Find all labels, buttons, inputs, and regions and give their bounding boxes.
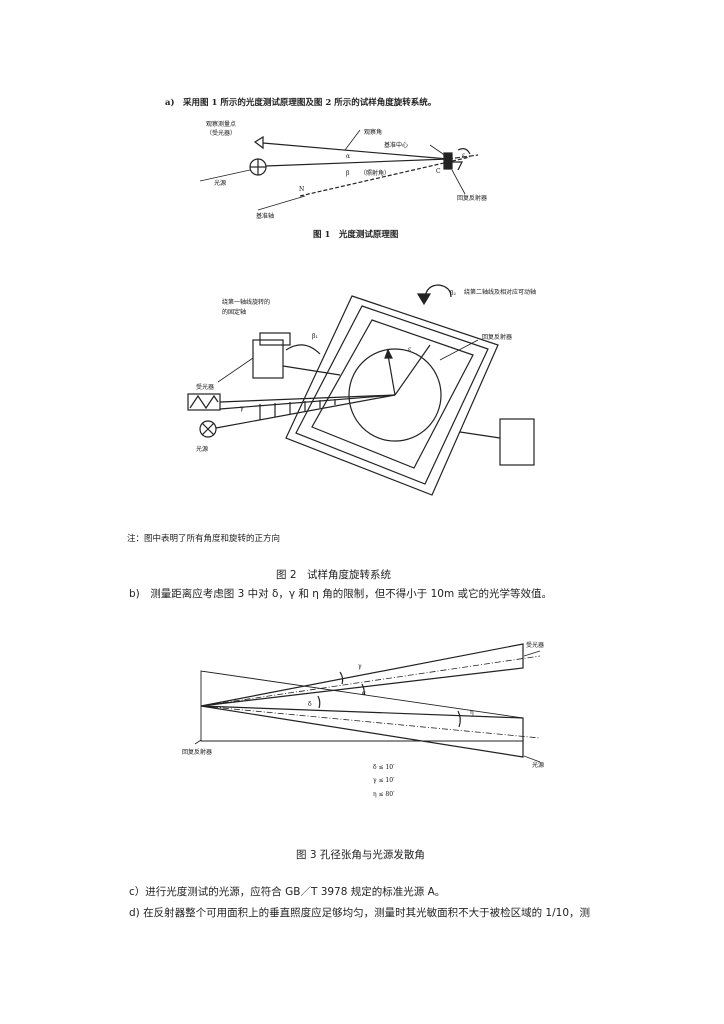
fig1-label-ref-axis: 基准轴 [256, 213, 275, 220]
item-c: c）进行光度测试的光源，应符合 GB／T 3978 规定的标准光源 A。 [129, 886, 446, 898]
fig2-rotation-arrow [424, 284, 452, 298]
fig2-b2: β₂ [450, 290, 456, 297]
fig1-intro: a) 采用图 1 所示的光度测试原理图及图 2 所示的试样角度旋转系统。 [165, 98, 437, 108]
fig1-caption: 图 1 光度测试原理图 [313, 230, 399, 240]
item-b: b) 测量距离应考虑图 3 中对 δ，γ 和 η 角的限制，但不得小于 10m … [129, 588, 553, 600]
fig3-cond1: δ ≤ 10′ [373, 764, 395, 771]
fig2-label-source: 光源 [196, 446, 209, 453]
fig1-label-entrance: （照射角） [360, 170, 391, 177]
fig3-eta: η [470, 709, 474, 716]
fig3-retroreflector-outline [200, 670, 524, 742]
fig1-diagram [199, 129, 479, 211]
fig1-label-receiver: （受光器） [206, 130, 237, 137]
fig3-cond3: η ≤ 80′ [373, 791, 395, 798]
fig1-retroreflector-icon [443, 152, 453, 170]
fig1-alpha: α [346, 153, 351, 160]
fig2-gamma: γ [240, 405, 244, 412]
fig3-label-receiver: 受光器 [526, 642, 545, 649]
fig2-label-axis1b: 的固定轴 [222, 309, 247, 316]
fig1-reference-axis [299, 156, 471, 197]
fig3-alpha: α [362, 690, 367, 697]
fig1-c: C [436, 168, 441, 175]
fig1-axis-ext [447, 154, 479, 160]
fig1-line-source [265, 158, 449, 167]
fig3-diagram [194, 643, 541, 763]
fig1-n: N [299, 186, 305, 193]
fig2-left-block [252, 339, 284, 379]
fig1-label-source: 光源 [214, 180, 227, 187]
fig1-beta: β [346, 170, 350, 177]
fig3-label-retro: 回复反射器 [182, 749, 213, 756]
fig2-label-axis2: 绕第二轴线及相对应可动轴 [464, 289, 537, 296]
fig3-receiver-cone [200, 643, 524, 707]
fig2-label-retro: 回复反射器 [482, 334, 513, 341]
fig2-note: 注：图中表明了所有角度和旋转的正方向 [127, 534, 281, 544]
fig2-source-icon [199, 420, 217, 438]
fig2-diagram [187, 284, 535, 496]
fig1-label-retro: 回复反射器 [457, 195, 488, 202]
fig2-retroreflector-disc [348, 348, 442, 442]
fig3-gamma: γ [358, 663, 362, 670]
fig1-label-ref-center: 基准中心 [384, 142, 409, 149]
fig2-label-axis1a: 绕第一轴线旋转的 [222, 299, 271, 306]
fig2-right-block [499, 418, 535, 466]
fig2-caption: 图 2 试样角度旋转系统 [276, 569, 392, 581]
item-d: d) 在反射器整个可用面积上的垂直照度应足够均匀，测量时其光敏面积不大于被检区域… [129, 907, 591, 919]
fig2-b1: β₁ [312, 333, 318, 340]
fig2-outer-frame [285, 295, 499, 496]
fig3-caption: 图 3 孔径张角与光源发散角 [296, 849, 425, 861]
fig1-label-obs-angle: 观察角 [364, 129, 383, 136]
fig2-label-receiver: 受光器 [196, 384, 215, 391]
fig1-line-receiver [262, 142, 449, 160]
fig3-delta: δ [308, 701, 312, 708]
fig1-label-obs: 观察测量点 [206, 121, 237, 128]
fig1-receiver-icon [253, 135, 264, 150]
fig1-e: ε [462, 152, 466, 159]
fig3-cond2: γ ≤ 10′ [373, 777, 395, 784]
fig3-source-cone [200, 705, 524, 758]
fig2-eps: ε [408, 346, 412, 353]
fig3-label-source: 光源 [532, 762, 545, 769]
